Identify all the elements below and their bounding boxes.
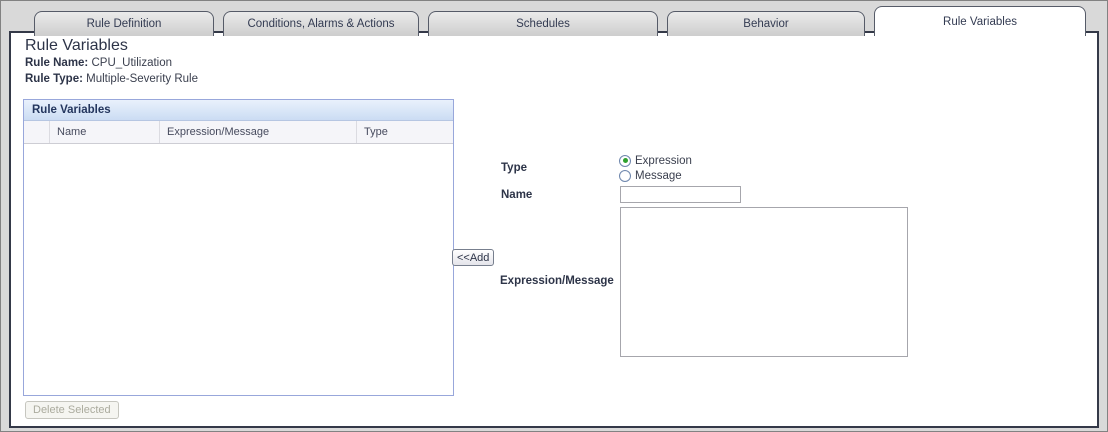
rule-name-line: Rule Name: CPU_Utilization xyxy=(25,57,172,69)
column-header-expression-message: Expression/Message xyxy=(160,121,357,143)
radio-button-icon[interactable] xyxy=(619,154,631,167)
table-body-empty xyxy=(24,144,453,395)
expression-message-label: Expression/Message xyxy=(500,275,614,287)
rule-variables-table: Rule Variables Name Expression/Message T… xyxy=(23,99,454,396)
tab-label: Behavior xyxy=(743,18,789,30)
tab-rule-variables[interactable]: Rule Variables xyxy=(874,6,1086,36)
tab-label: Rule Definition xyxy=(86,18,162,30)
tab-label: Schedules xyxy=(516,18,570,30)
radio-button-icon[interactable] xyxy=(619,169,631,182)
rule-variables-page: Rule Variables Rule Name: CPU_Utilizatio… xyxy=(9,31,1099,428)
column-header-name: Name xyxy=(50,121,160,143)
tab-schedules[interactable]: Schedules xyxy=(428,11,658,36)
tab-rule-definition[interactable]: Rule Definition xyxy=(34,11,214,36)
add-button[interactable]: <<Add xyxy=(452,249,495,266)
tab-behavior[interactable]: Behavior xyxy=(667,11,865,36)
rule-type-line: Rule Type: Multiple-Severity Rule xyxy=(25,73,198,85)
tab-label: Conditions, Alarms & Actions xyxy=(247,18,395,30)
tab-bar: Rule Definition Conditions, Alarms & Act… xyxy=(34,6,1086,36)
type-radio-group: Expression Message xyxy=(619,153,692,183)
name-input[interactable] xyxy=(620,186,741,203)
radio-option-label: Message xyxy=(635,169,682,182)
radio-option-label: Expression xyxy=(635,154,692,167)
radio-option-expression[interactable]: Expression xyxy=(619,153,692,168)
column-header-type: Type xyxy=(364,126,388,138)
expression-message-textarea[interactable] xyxy=(620,207,908,357)
tab-conditions-alarms-actions[interactable]: Conditions, Alarms & Actions xyxy=(223,11,419,36)
rule-type-value: Multiple-Severity Rule xyxy=(86,73,198,85)
delete-selected-button[interactable]: Delete Selected xyxy=(25,401,119,419)
tab-label: Rule Variables xyxy=(943,15,1017,28)
type-label: Type xyxy=(501,162,527,174)
rule-name-label: Rule Name: xyxy=(25,57,89,69)
page-title: Rule Variables xyxy=(25,37,128,54)
radio-option-message[interactable]: Message xyxy=(619,168,692,183)
column-header-select xyxy=(24,121,50,143)
table-header-row: Name Expression/Message Type xyxy=(24,121,453,144)
table-title: Rule Variables xyxy=(24,100,453,121)
rule-name-value: CPU_Utilization xyxy=(91,57,173,69)
name-label: Name xyxy=(501,189,533,201)
rule-type-label: Rule Type: xyxy=(25,73,83,85)
